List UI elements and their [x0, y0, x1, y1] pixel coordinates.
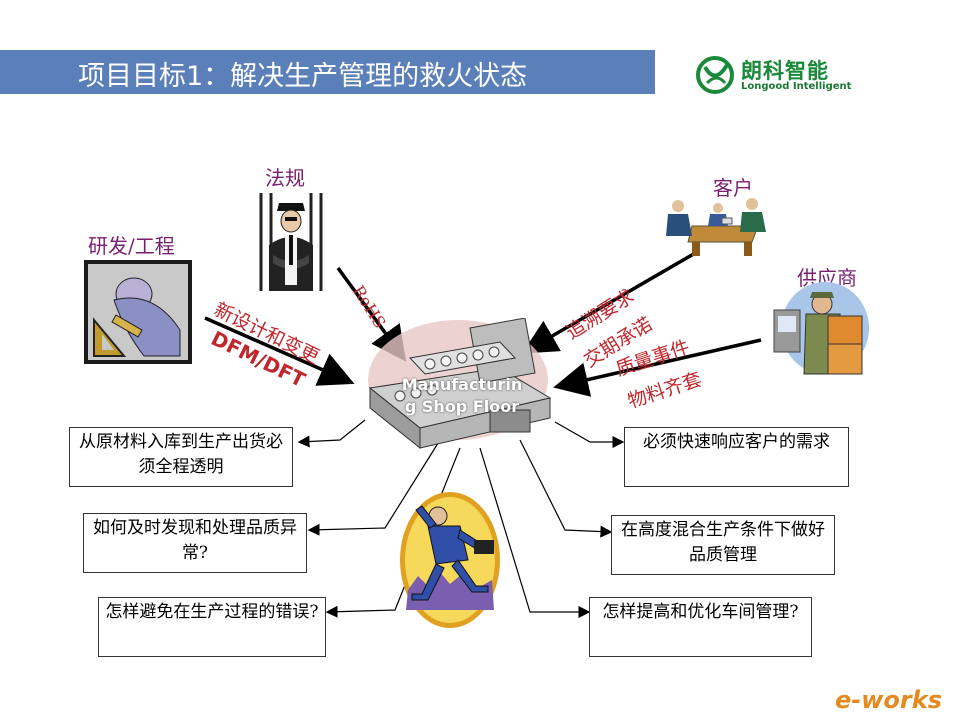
center-label-line1: Manufacturin	[401, 375, 523, 394]
label-regulation: 法规	[265, 166, 305, 190]
arrow-customer	[521, 250, 698, 354]
center-label: Manufacturin g Shop Floor	[382, 374, 542, 418]
issue-box-right3: 怎样提高和优化车间管理?	[589, 597, 812, 657]
arrow-rnd	[204, 316, 355, 386]
arrow-supplier	[553, 338, 762, 397]
issue-box-left2: 如何及时发现和处理品质异常?	[83, 513, 307, 573]
title-bar: 项目目标1：解决生产管理的救火状态	[0, 50, 655, 94]
shop-floor-machine-icon	[368, 318, 552, 450]
page-title: 项目目标1：解决生产管理的救火状态	[78, 61, 528, 92]
supplier-icon	[773, 282, 869, 375]
line-right1	[554, 421, 625, 448]
customer-meeting-icon	[666, 198, 766, 256]
issue-box-right2: 在高度混合生产条件下做好品质管理	[611, 515, 835, 575]
label-customer: 客户	[713, 176, 753, 200]
engineer-icon	[84, 260, 192, 364]
center-label-line2: g Shop Floor	[404, 397, 520, 416]
longood-logo-icon	[696, 56, 734, 94]
company-logo: 朗科智能 Longood Intelligent	[695, 55, 865, 95]
logo-cn: 朗科智能	[741, 59, 829, 83]
line-right3	[479, 447, 591, 618]
issue-box-left3: 怎样避免在生产过程的错误?	[98, 597, 326, 657]
line-left1	[297, 419, 366, 448]
label-rnd: 研发/工程	[88, 234, 175, 258]
issue-box-right1: 必须快速响应客户的需求	[624, 427, 849, 487]
policeman-icon	[255, 193, 327, 291]
logo-en: Longood Intelligent	[741, 81, 852, 92]
running-man-icon	[400, 492, 500, 628]
line-left2	[307, 439, 441, 536]
line-right2	[519, 439, 613, 538]
issue-box-left1: 从原材料入库到生产出货必须全程透明	[69, 427, 293, 487]
eworks-watermark: e-works	[835, 686, 942, 714]
